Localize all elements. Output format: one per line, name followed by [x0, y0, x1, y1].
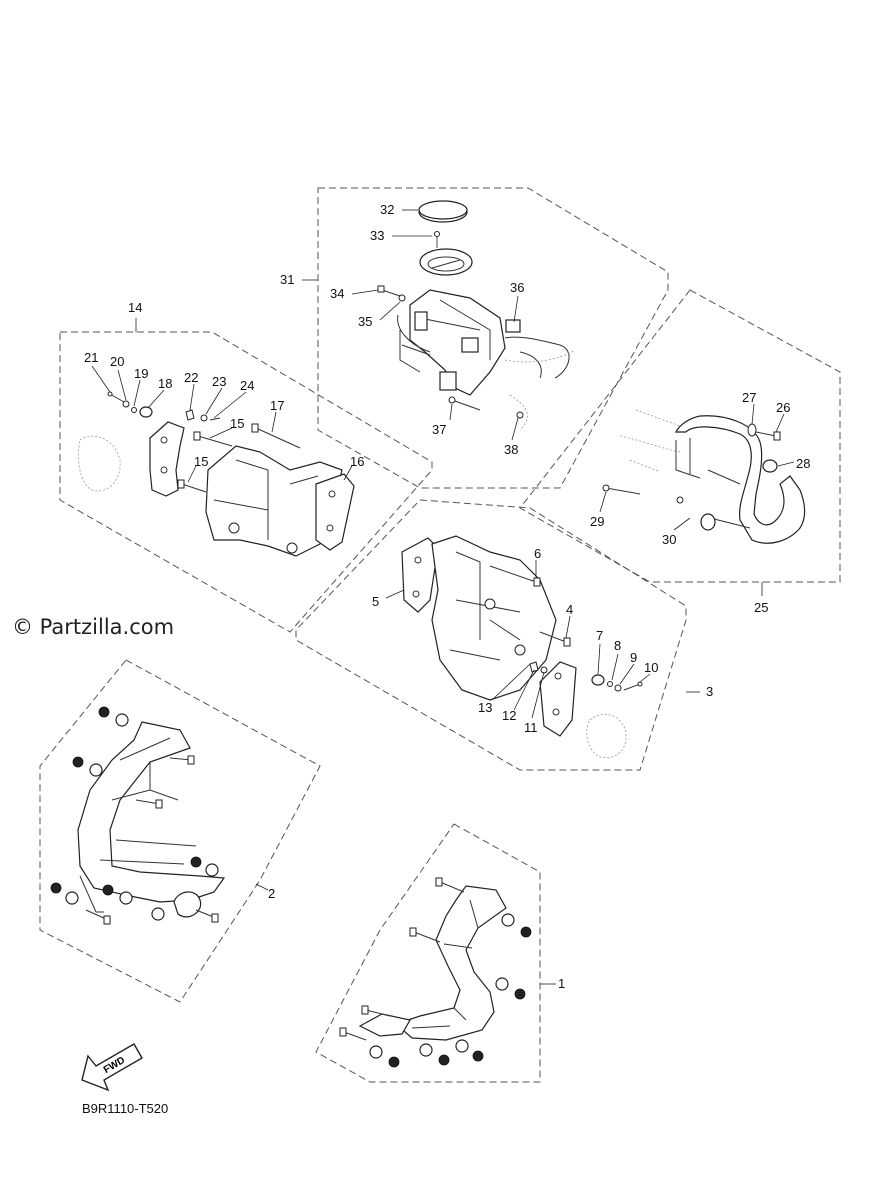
- callout-10: 10: [644, 660, 658, 675]
- callout-35: 35: [358, 314, 372, 329]
- callout-15b: 15: [194, 454, 208, 469]
- callout-19: 19: [134, 366, 148, 381]
- leader-lines: [91, 209, 795, 719]
- assembly-25-group: [519, 289, 841, 596]
- callout-20: 20: [110, 354, 124, 369]
- callout-34: 34: [330, 286, 344, 301]
- callout-26: 26: [776, 400, 790, 415]
- callout-33: 33: [370, 228, 384, 243]
- callout-3: 3: [706, 684, 713, 699]
- callout-8: 8: [614, 638, 621, 653]
- callout-28: 28: [796, 456, 810, 471]
- callout-6: 6: [534, 546, 541, 561]
- callout-21: 21: [84, 350, 98, 365]
- callout-16: 16: [350, 454, 364, 469]
- callout-1: 1: [558, 976, 565, 991]
- callout-9: 9: [630, 650, 637, 665]
- assembly-14-group: [59, 318, 433, 633]
- callout-36: 36: [510, 280, 524, 295]
- assembly-3-group: [295, 499, 700, 771]
- assembly-31-group: [302, 187, 669, 489]
- assembly-2-group: [39, 659, 321, 1003]
- callout-4: 4: [566, 602, 573, 617]
- partzilla-watermark: © Partzilla.com: [12, 615, 174, 639]
- callout-7: 7: [596, 628, 603, 643]
- callout-31: 31: [280, 272, 294, 287]
- callout-labels: 1 2 3 4 5 6 7 8 9 10 11 12 13 14 15 15 1…: [84, 202, 810, 991]
- diagram-code: B9R1110-T520: [82, 1101, 168, 1116]
- callout-32: 32: [380, 202, 394, 217]
- callout-2: 2: [268, 886, 275, 901]
- callout-25: 25: [754, 600, 768, 615]
- callout-5: 5: [372, 594, 379, 609]
- callout-12: 12: [502, 708, 516, 723]
- callout-14: 14: [128, 300, 142, 315]
- callout-29: 29: [590, 514, 604, 529]
- callout-27: 27: [742, 390, 756, 405]
- callout-17: 17: [270, 398, 284, 413]
- assembly-1-group: [315, 823, 556, 1083]
- fwd-arrow-icon: FWD: [81, 1043, 143, 1092]
- callout-15a: 15: [230, 416, 244, 431]
- callout-11: 11: [524, 720, 538, 735]
- callout-24: 24: [240, 378, 254, 393]
- callout-18: 18: [158, 376, 172, 391]
- callout-38: 38: [504, 442, 518, 457]
- callout-13: 13: [478, 700, 492, 715]
- callout-22: 22: [184, 370, 198, 385]
- callout-30: 30: [662, 532, 676, 547]
- callout-37: 37: [432, 422, 446, 437]
- callout-23: 23: [212, 374, 226, 389]
